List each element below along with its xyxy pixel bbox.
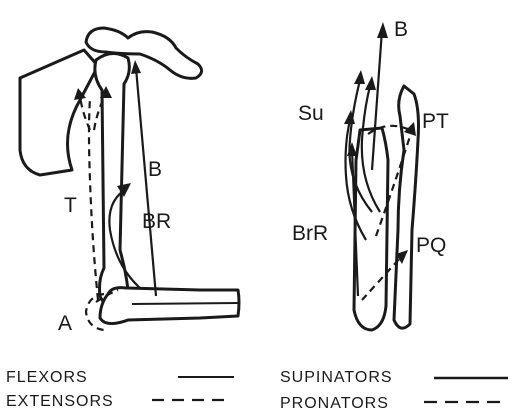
label-supinator: Su — [298, 102, 324, 125]
label-brachioradialis: BR — [142, 210, 171, 233]
label-pronator-quadratus: PQ — [416, 234, 446, 257]
label-brachioradialis-forearm: BrR — [292, 222, 328, 245]
supinator-arrowhead-1 — [354, 70, 365, 84]
label-forearm-biceps: B — [394, 18, 408, 41]
label-triceps: T — [64, 194, 77, 217]
forearm-diagram: B Su PT BrR PQ — [292, 18, 449, 330]
legend-pronators-label: PRONATORS — [280, 395, 389, 412]
legend-supinators-label: SUPINATORS — [280, 369, 393, 386]
forearm-bone — [100, 288, 239, 324]
ulna-bone — [394, 86, 419, 328]
label-anconeus: A — [58, 312, 72, 335]
triceps-lateral-line — [80, 96, 90, 130]
elbow-diagram: T B BR A — [20, 28, 239, 335]
biceps-line — [136, 68, 156, 296]
forearm-biceps-arrowhead — [377, 22, 388, 38]
scapula-bone — [20, 50, 98, 175]
biceps-arrowhead — [131, 60, 141, 74]
legend-extensors-label: EXTENSORS — [6, 393, 114, 410]
legend-flexors-label: FLEXORS — [6, 369, 88, 386]
supinator-arrowhead-2 — [365, 76, 376, 90]
label-biceps: B — [148, 158, 162, 181]
forearm-bone-split — [132, 303, 238, 304]
legend: FLEXORS EXTENSORS SUPINATORS PRONATORS — [6, 369, 508, 412]
label-pronator-teres: PT — [422, 110, 449, 133]
